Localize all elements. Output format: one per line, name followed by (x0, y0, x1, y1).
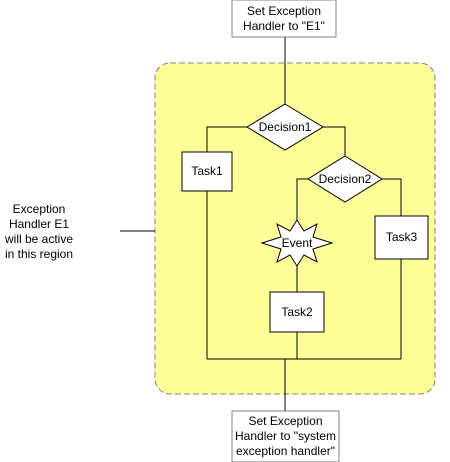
decision2-diamond (307, 155, 383, 203)
top-box-label: Set Exception Handler to "E1" (243, 3, 325, 33)
bottom-box-label: Set Exception Handler to "system excepti… (235, 414, 336, 458)
decision2-label: Decision2 (318, 171, 372, 186)
task2-label: Task2 (281, 304, 313, 319)
task1-box (181, 151, 233, 192)
task3-box (374, 215, 429, 260)
decision1-label: Decision1 (258, 119, 312, 134)
event-label: Event (281, 235, 313, 250)
top-process-box (231, 0, 337, 38)
event-starburst (260, 219, 334, 267)
task1-label: Task1 (191, 164, 223, 178)
task3-label: Task3 (385, 230, 418, 244)
task2-box (269, 291, 325, 333)
decision1-diamond (246, 103, 324, 151)
connector-lines (120, 37, 402, 411)
side-note-label: Exception Handler E1 will be active in t… (4, 201, 74, 261)
bottom-process-box (231, 410, 340, 462)
